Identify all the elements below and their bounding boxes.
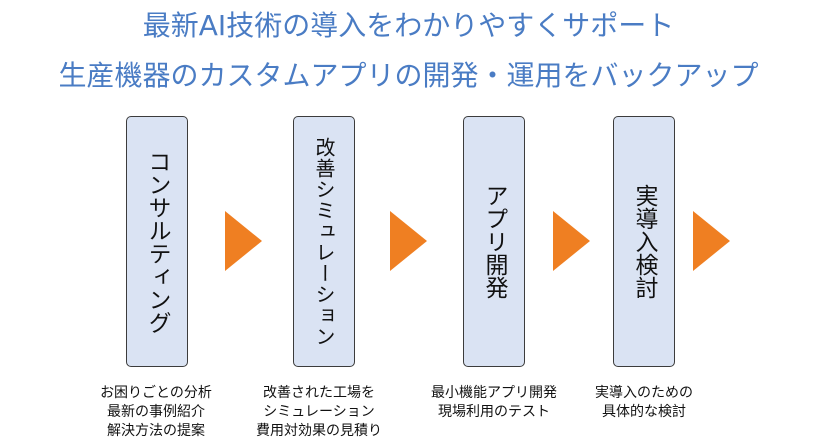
step-consulting-label: コンサルティング [144,149,170,334]
description-line: 解決方法の提案 [107,423,205,439]
step-app-development-description: 最小機能アプリ開発 現場利用のテスト [409,384,579,422]
step-adoption-review: 実導入検討 [613,116,675,367]
arrow-right-icon [390,211,427,271]
description-line: 費用対効果の見積り [256,423,382,439]
step-app-development: アプリ開発 [463,116,525,367]
step-adoption-review-label: 実導入検討 [631,184,657,299]
step-simulation-label: 改善シミュレーション [312,136,336,347]
description-line: シミュレーション [263,404,375,420]
headline-line-1: 最新AI技術の導入をわかりやすくサポート [142,9,675,42]
description-line: 改善された工場を [263,385,375,401]
description-line: 最小機能アプリ開発 [431,385,557,401]
description-line: 具体的な検討 [602,404,686,420]
step-consulting-description: お困りごとの分析 最新の事例紹介 解決方法の提案 [71,384,241,441]
step-simulation: 改善シミュレーション [293,116,355,367]
headline-line-2: 生産機器のカスタムアプリの開発・運用をバックアップ [58,59,759,92]
step-simulation-description: 改善された工場を シミュレーション 費用対効果の見積り [234,384,404,441]
description-line: 現場利用のテスト [438,404,550,420]
description-line: 最新の事例紹介 [107,404,205,420]
step-app-development-label: アプリ開発 [481,184,507,299]
step-adoption-review-description: 実導入のための 具体的な検討 [559,384,729,422]
description-line: お困りごとの分析 [100,385,212,401]
step-consulting: コンサルティング [126,116,188,367]
description-line: 実導入のための [595,385,693,401]
arrow-right-icon [225,211,262,271]
arrow-right-icon [693,211,730,271]
arrow-right-icon [553,211,590,271]
